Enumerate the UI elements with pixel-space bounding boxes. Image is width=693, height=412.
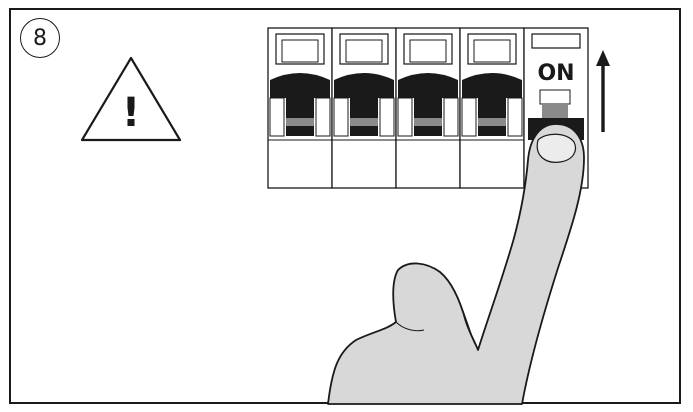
- switch-on-label: ON: [537, 61, 574, 86]
- breaker-1: [267, 27, 333, 189]
- step-number-badge: 8: [20, 18, 60, 58]
- warning-exclamation: !: [122, 90, 140, 136]
- pointing-hand-icon: [327, 123, 585, 405]
- warning-triangle-icon: !: [80, 56, 182, 142]
- up-arrow-icon: [596, 50, 610, 132]
- breaker-2: [331, 27, 397, 189]
- step-number: 8: [33, 25, 47, 51]
- breaker-3: [395, 27, 461, 189]
- breaker-4: [459, 27, 525, 189]
